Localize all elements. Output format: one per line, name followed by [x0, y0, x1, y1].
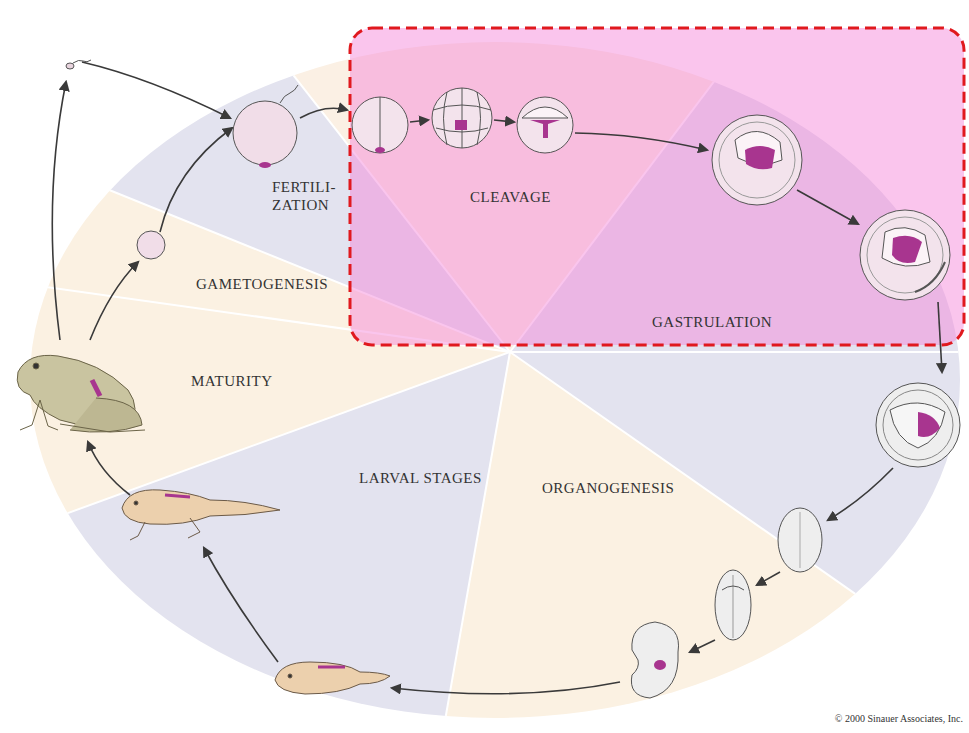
stage-label: ORGANOGENESIS: [542, 479, 674, 497]
stage-label: FERTILI- ZATION: [272, 178, 342, 214]
gametes: [66, 60, 298, 259]
stage-label: MATURITY: [191, 372, 273, 390]
cleavage-embryos: [352, 88, 573, 153]
highlight-box: [350, 28, 964, 345]
cycle-arrows: [52, 62, 942, 694]
stage-label: CLEAVAGE: [470, 188, 551, 206]
stage-label: GASTRULATION: [652, 313, 772, 331]
stage-label: LARVAL STAGES: [359, 469, 482, 487]
copyright-notice: © 2000 Sinauer Associates, Inc.: [835, 712, 963, 725]
stage-label: GAMETOGENESIS: [196, 275, 328, 293]
gastrula-embryos: [712, 115, 950, 300]
adult-frog: [17, 355, 145, 432]
tadpoles: [122, 490, 390, 694]
neurula-embryos: [631, 383, 960, 698]
